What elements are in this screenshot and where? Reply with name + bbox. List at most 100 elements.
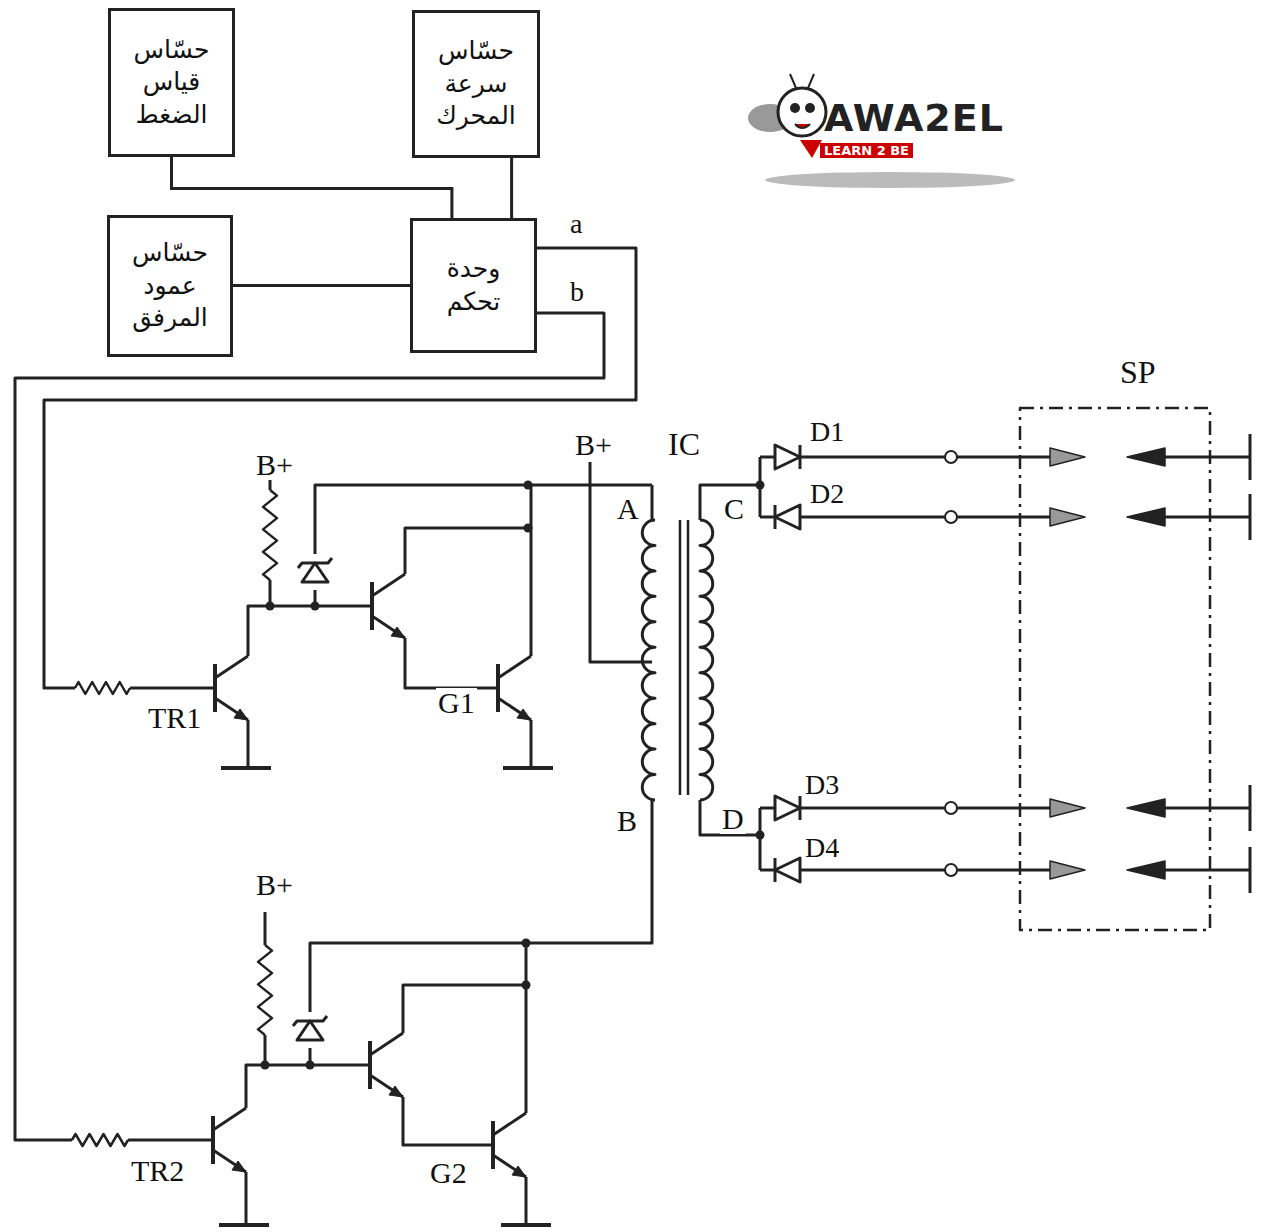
- wire: [248, 606, 372, 656]
- wire: [800, 807, 945, 810]
- wire: [15, 313, 604, 1140]
- sensor-box: حسّاس سرعة المحرك: [412, 10, 540, 158]
- ground: [221, 766, 271, 770]
- resistor-symbol: [263, 490, 277, 580]
- terminal-label: D2: [808, 480, 846, 508]
- diode: [775, 858, 800, 882]
- resistor-symbol: [258, 945, 272, 1035]
- ground: [501, 1223, 551, 1227]
- wire: [760, 807, 775, 810]
- logo-mouth: [795, 124, 810, 128]
- terminal-label: D3: [803, 771, 841, 799]
- wire: [800, 869, 945, 872]
- terminal-label: SP: [1118, 356, 1158, 388]
- undefined: [264, 912, 267, 945]
- spark-electrode: [1050, 861, 1085, 879]
- ground: [219, 1223, 269, 1227]
- transistor-arrow: [234, 709, 248, 720]
- wire: [800, 456, 945, 459]
- spark-plug-outline: [1020, 408, 1210, 930]
- transistor-base: [491, 1121, 495, 1169]
- coil-core: [680, 520, 688, 795]
- wire: [130, 687, 215, 690]
- terminal-label: D1: [808, 418, 846, 446]
- wire: [1163, 516, 1250, 519]
- wire: [310, 800, 652, 1012]
- transistor-emitter: [370, 1075, 403, 1097]
- terminal-label: D: [720, 804, 746, 834]
- terminal-label: b: [568, 278, 586, 306]
- signal-wire: [510, 158, 513, 218]
- box-label: حسّاس عمود المرفق: [118, 237, 222, 335]
- terminal-label: TR1: [146, 703, 203, 733]
- ground: [503, 766, 553, 770]
- terminal-label: G1: [436, 688, 477, 718]
- zener-diode: [302, 563, 328, 582]
- resistor-symbol: [72, 1134, 128, 1146]
- transistor-collector: [370, 1033, 403, 1055]
- logo-antenna: [790, 74, 814, 88]
- wire: [530, 720, 533, 768]
- transistor-arrow: [389, 1086, 403, 1097]
- terminal-bar: [1249, 847, 1252, 893]
- spark-electrode: [1050, 508, 1085, 526]
- transistor-arrow: [512, 1166, 526, 1177]
- junction-dot: [261, 1061, 270, 1070]
- transistor-arrow: [391, 627, 405, 638]
- terminal-label: IC: [666, 428, 702, 460]
- transistor-collector: [215, 656, 248, 678]
- spark-electrode: [1127, 861, 1165, 879]
- wire: [957, 807, 1052, 810]
- diode: [775, 445, 800, 469]
- logo-eye: [805, 103, 815, 113]
- transistor-base: [370, 582, 374, 630]
- terminal-label: B: [615, 806, 639, 836]
- terminal: [945, 451, 957, 463]
- wire: [651, 485, 654, 520]
- junction-dot: [756, 831, 765, 840]
- resistor-symbol: [75, 682, 130, 694]
- coil-winding: [700, 520, 713, 800]
- wire: [405, 638, 498, 688]
- sensor-box: حسّاس عمود المرفق: [107, 215, 233, 357]
- wire: [128, 1139, 213, 1142]
- wire: [525, 943, 528, 1113]
- sensor-box: حسّاس قياس الضغط: [108, 8, 235, 157]
- wire: [957, 456, 1052, 459]
- junction-dot: [306, 1061, 315, 1070]
- transistor-emitter: [215, 698, 248, 720]
- wire: [403, 1097, 493, 1145]
- transistor-emitter: [493, 1155, 526, 1177]
- transistor-base: [211, 1116, 215, 1164]
- junction-dot: [756, 481, 765, 490]
- transistor-emitter: [213, 1150, 246, 1172]
- terminal-label: D4: [803, 834, 841, 862]
- wire: [800, 516, 945, 519]
- terminal-label: a: [568, 210, 584, 238]
- logo-tagline: LEARN 2 BE: [820, 143, 913, 158]
- transistor-base: [496, 664, 500, 712]
- terminal: [945, 864, 957, 876]
- wire: [760, 869, 775, 872]
- transistor-arrow: [517, 709, 531, 720]
- spark-electrode: [1050, 448, 1085, 466]
- zener-bar: [298, 558, 332, 568]
- transistor-emitter: [372, 616, 405, 638]
- terminal-label: G2: [428, 1158, 469, 1188]
- terminal-bar: [1249, 434, 1252, 480]
- wire: [957, 869, 1052, 872]
- wire: [247, 720, 250, 768]
- diode-bar: [774, 505, 777, 529]
- wire: [957, 516, 1052, 519]
- logo-shadow: [765, 172, 1015, 188]
- transistor-collector: [493, 1113, 526, 1135]
- wire: [245, 1172, 248, 1225]
- logo-text: AWA2EL: [822, 99, 1006, 137]
- wire: [403, 985, 528, 1033]
- logo-bee: [778, 88, 826, 136]
- zener-diode: [297, 1021, 323, 1040]
- junction-dot: [522, 981, 531, 990]
- sensor-box: وحدة تحكم: [410, 218, 537, 353]
- wire: [405, 528, 528, 574]
- spark-electrode: [1127, 448, 1165, 466]
